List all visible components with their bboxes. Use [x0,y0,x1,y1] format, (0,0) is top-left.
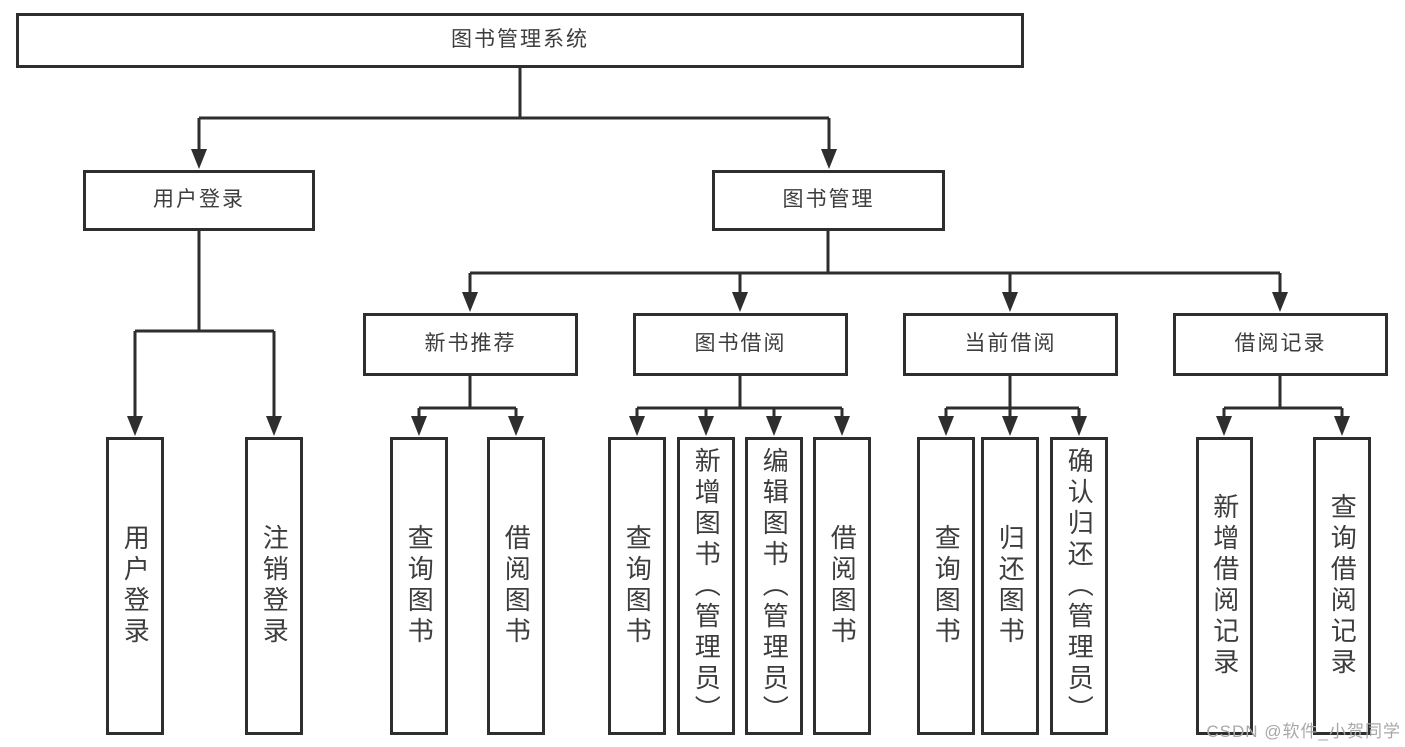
arrow-icon [698,416,714,436]
arrow-icon [834,416,850,436]
arrow-icon [1334,416,1350,436]
arrow-icon [1002,292,1018,312]
watermark: CSDN @软件_小贺同学 [1206,722,1401,741]
leaf-borrow-books-1: 借阅图书 [487,437,545,735]
connector-book-mgmt-group [468,231,1282,295]
leaf-user-login: 用户登录 [106,437,164,735]
node-book-mgmt: 图书管理 [712,170,945,231]
connector-new-book-group [417,376,518,419]
arrow-icon [629,416,645,436]
connector-current-borrow-group [944,376,1081,419]
arrow-icon [1272,292,1288,312]
connector-user-login-group [133,231,276,419]
arrowheads [127,149,1350,436]
connector-book-borrow-group [635,376,844,419]
arrow-icon [462,292,478,312]
leaf-add-books-admin: 新增图书（管理员） [677,437,735,735]
connector-level1-shafts [197,118,831,152]
leaf-return-books: 归还图书 [981,437,1039,735]
node-book-borrow: 图书借阅 [633,313,848,376]
arrow-icon [127,416,143,436]
node-borrow-records: 借阅记录 [1173,313,1388,376]
node-root: 图书管理系统 [16,13,1024,68]
arrow-icon [508,416,524,436]
arrow-icon [821,149,837,169]
leaf-edit-books-admin: 编辑图书（管理员） [745,437,803,735]
leaf-query-books-2: 查询图书 [608,437,666,735]
arrow-icon [732,292,748,312]
arrow-icon [1071,416,1087,436]
arrow-icon [938,416,954,436]
arrow-icon [1216,416,1232,436]
node-new-book-recommend: 新书推荐 [363,313,578,376]
arrow-icon [191,149,207,169]
arrow-icon [266,416,282,436]
arrow-icon [766,416,782,436]
leaf-confirm-return-admin: 确认归还（管理员） [1050,437,1108,735]
node-current-borrow: 当前借阅 [903,313,1118,376]
leaf-query-books-1: 查询图书 [390,437,448,735]
leaf-add-borrow-record: 新增借阅记录 [1196,437,1253,735]
leaf-query-books-3: 查询图书 [917,437,975,735]
connector-root-stem [199,68,829,120]
leaf-query-borrow-record: 查询借阅记录 [1313,437,1371,735]
leaf-borrow-books-2: 借阅图书 [813,437,871,735]
arrow-icon [411,416,427,436]
connector-borrow-records-group [1222,376,1344,419]
node-user-login: 用户登录 [83,170,315,231]
leaf-logout: 注销登录 [245,437,303,735]
arrow-icon [1002,416,1018,436]
